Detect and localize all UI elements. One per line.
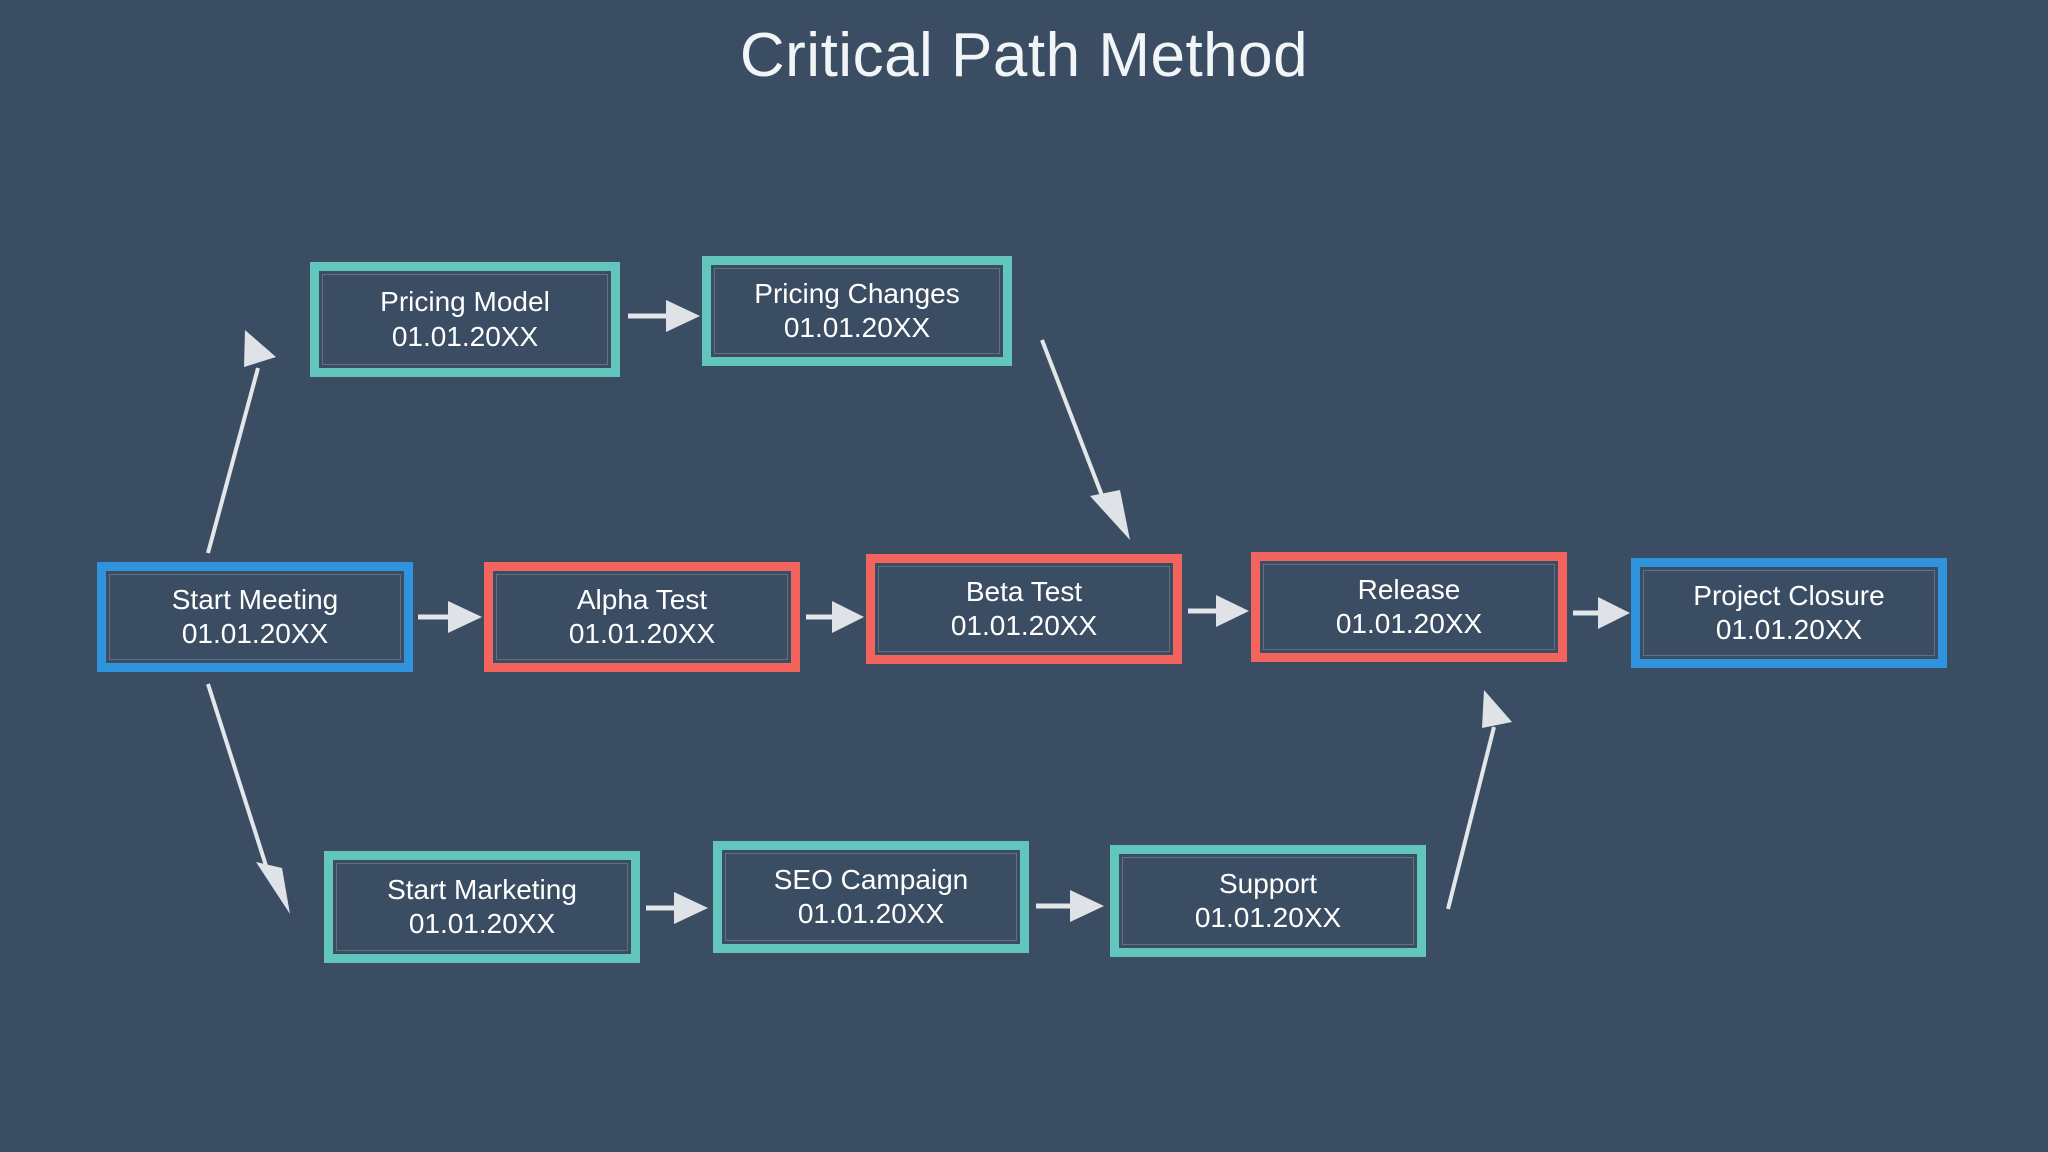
node-label: Release — [1357, 573, 1461, 605]
node-date: 01.01.20XX — [1194, 902, 1342, 933]
node-label: Project Closure — [1693, 579, 1885, 611]
node-date: 01.01.20XX — [1335, 608, 1483, 639]
node-label: SEO Campaign — [773, 863, 969, 895]
connector-start-meeting-to-pricing-model — [206, 330, 276, 554]
node-date: 01.01.20XX — [391, 320, 539, 352]
node-date: 01.01.20XX — [181, 618, 329, 649]
node-label: Support — [1218, 867, 1318, 899]
connector-beta-test-to-release — [1188, 595, 1249, 627]
node-date: 01.01.20XX — [797, 898, 945, 929]
node-label: Pricing Model — [380, 286, 550, 318]
node-date: 01.01.20XX — [1715, 614, 1863, 645]
node-label: Start Marketing — [387, 873, 577, 905]
node-label: Start Meeting — [171, 583, 339, 615]
connector-pricing-model-to-pricing-changes — [628, 300, 700, 332]
connector-seo-campaign-to-support — [1036, 890, 1104, 922]
connector-start-meeting-to-alpha-test — [418, 601, 482, 633]
connector-support-to-release — [1446, 690, 1512, 910]
connector-start-marketing-to-seo-campaign — [646, 892, 708, 924]
node-label: Pricing Changes — [754, 277, 960, 309]
node-date: 01.01.20XX — [408, 908, 556, 939]
connector-start-meeting-to-start-marketing — [206, 683, 290, 914]
connector-release-to-project-closure — [1573, 597, 1630, 629]
page-title: Critical Path Method — [739, 21, 1309, 90]
connector-alpha-test-to-beta-test — [806, 601, 864, 633]
node-date: 01.01.20XX — [568, 618, 716, 649]
node-date: 01.01.20XX — [950, 610, 1098, 641]
node-date: 01.01.20XX — [783, 312, 931, 343]
connector-pricing-changes-to-beta-test — [1040, 339, 1130, 540]
node-label: Alpha Test — [576, 583, 708, 615]
node-label: Beta Test — [965, 575, 1083, 607]
